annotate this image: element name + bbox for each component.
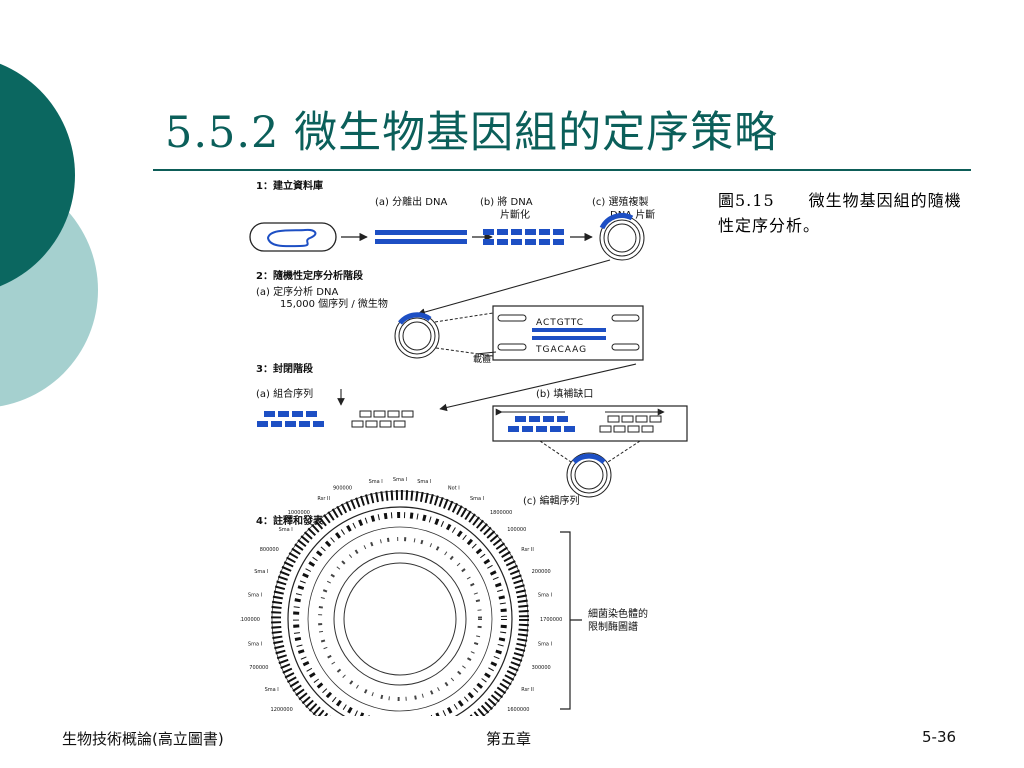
edit-zoom-left [539, 440, 572, 463]
step1c-label1: (c) 選殖複製 [592, 195, 648, 208]
title-divider [153, 169, 971, 171]
footer-book-title: 生物技術概論(高立圖書) [62, 730, 224, 748]
map-tick-label: 300000 [532, 665, 551, 671]
map-label-line1: 細菌染色體的 [588, 607, 648, 620]
edit-zoom-right [607, 440, 641, 463]
footer-page-number: 5-36 [922, 728, 957, 746]
map-tick-label: Sma I [254, 569, 268, 575]
map-tick-label: Sma I [470, 496, 484, 502]
map-tick-label: Rsr II [521, 547, 534, 553]
map-tick-label: 1700000 [540, 617, 562, 623]
map-tick-label: 100000 [507, 527, 526, 533]
zoom-line-bottom [435, 347, 494, 357]
dna-fragments [483, 229, 564, 245]
map-tick-label: Rsr II [521, 687, 534, 693]
map-tick-label: Sma I [265, 687, 279, 693]
map-tick-label: Sma I [279, 527, 293, 533]
vector-pointer [475, 351, 497, 355]
map-tick-label: 700000 [249, 665, 268, 671]
decorative-circles [0, 63, 98, 407]
arrow-to-closure [439, 363, 637, 412]
edited-plasmid [566, 452, 612, 498]
footer-chapter: 第五章 [486, 730, 532, 748]
step3a-label: (a) 組合序列 [256, 387, 313, 400]
gap-filling-box [492, 405, 688, 442]
dark-circle [0, 63, 75, 287]
map-tick-label: Sma I [248, 593, 262, 599]
slide-title: 5.5.2 微生物基因組的定序策略 [165, 108, 779, 158]
gap-fragments [351, 410, 414, 428]
step1a-label: (a) 分離出 DNA [375, 195, 447, 208]
map-tick-label: Sma I [369, 479, 383, 485]
step1-heading: 1：建立資料庫 [256, 179, 323, 192]
map-tick-label: Sma I [538, 593, 552, 599]
map-tick-label: Rsr II [317, 496, 330, 502]
cell-with-dna [249, 222, 337, 252]
sequence-read-box [492, 305, 644, 361]
map-tick-label: Sma I [248, 641, 262, 647]
sequence-top: ACTGTTC [536, 318, 584, 328]
map-tick-label: 1600000 [507, 707, 529, 713]
map-tick-label: 1800000 [490, 510, 512, 516]
vector-label: 載體 [473, 353, 491, 365]
map-tick-label: 900000 [333, 485, 352, 491]
sequencing-figure: 1：建立資料庫 (a) 分離出 DNA (b) 將 DNA 片斷化 (c) 選殖… [240, 179, 688, 716]
step1b-label1: (b) 將 DNA [480, 195, 533, 208]
step3-heading: 3：封閉階段 [256, 362, 313, 375]
map-tick-label: Not I [448, 485, 460, 491]
sequencing-plasmid [394, 312, 440, 359]
step3c-label: (c) 編輯序列 [523, 494, 579, 507]
map-tick-label: 800000 [260, 547, 279, 553]
map-tick-label: Sma I [393, 477, 407, 483]
map-tick-label: 200000 [532, 569, 551, 575]
map-tick-label: 1100000 [240, 617, 260, 623]
zoom-line-top [434, 312, 494, 323]
step4-heading: 4：註釋和發表 [256, 514, 324, 527]
sequence-bottom: TGACAAG [535, 345, 587, 355]
map-tick-label: 1000000 [288, 510, 310, 516]
cloned-plasmid [599, 213, 645, 261]
arrow-to-sequencing [417, 259, 611, 316]
map-tick-label: Sma I [417, 479, 431, 485]
step3b-label: (b) 填補缺口 [536, 387, 593, 400]
step1b-label2: 片斷化 [500, 208, 530, 221]
map-bracket [560, 531, 582, 710]
step2a-label2: 15,000 個序列 / 微生物 [280, 297, 388, 310]
dna-strands [375, 230, 467, 244]
map-tick-label: 1200000 [271, 707, 293, 713]
map-label-line2: 限制酶圖譜 [588, 620, 638, 633]
figure-caption: 圖5.15 微生物基因組的隨機性定序分析。 [718, 191, 962, 235]
step2-heading: 2：隨機性定序分析階段 [256, 269, 363, 282]
map-tick-label: Sma I [538, 641, 552, 647]
assembled-blue-fragments [257, 411, 324, 427]
step2a-label1: (a) 定序分析 DNA [256, 285, 338, 298]
